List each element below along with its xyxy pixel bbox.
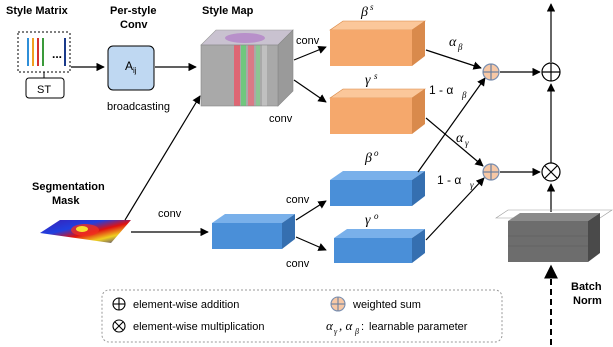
- legend-multiply-icon: [112, 319, 126, 333]
- a-ij-sub: ij: [133, 66, 137, 75]
- arrow-gamma-s-to-ws2: [425, 117, 484, 167]
- arrow-to-gamma-o: [295, 236, 327, 251]
- gamma-o-sup: o: [374, 211, 379, 221]
- alpha-gamma-label: α: [456, 131, 464, 146]
- one-minus-alpha-gamma-sub: γ: [470, 180, 474, 190]
- legend-add-icon: [112, 297, 126, 311]
- conv-label-lower-up: conv: [286, 194, 310, 206]
- per-style-conv-title-2: Conv: [120, 19, 148, 31]
- segmentation-title-2: Mask: [52, 195, 80, 207]
- batch-norm-title-2: Norm: [573, 295, 602, 307]
- one-minus-alpha-beta-sub: β: [461, 90, 467, 100]
- alpha-gamma-sub: γ: [465, 138, 469, 148]
- arrow-gamma-o-to-ws2: [425, 177, 485, 241]
- one-minus-alpha-beta: 1 - α: [429, 83, 453, 97]
- alpha-beta-sub: β: [457, 42, 463, 52]
- segmentation-mask-image: [40, 220, 131, 243]
- gamma-s-sup: s: [374, 71, 378, 81]
- seg-feature-block: [212, 214, 295, 249]
- legend-alpha-1-sub: γ: [334, 327, 338, 336]
- beta-o-sup: o: [374, 148, 379, 158]
- batch-norm-title-1: Batch: [571, 281, 602, 293]
- arrow-beta-s-to-ws1: [425, 49, 482, 70]
- alpha-beta-label: α: [449, 35, 457, 50]
- legend: [101, 289, 503, 343]
- legend-alpha-1: α: [326, 318, 334, 333]
- broadcasting-label: broadcasting: [107, 101, 170, 113]
- gamma-o-block: [334, 229, 425, 263]
- gamma-s-block: [329, 88, 426, 134]
- legend-weighted-sum-text: weighted sum: [352, 299, 421, 311]
- gamma-s-label: γ: [365, 73, 371, 88]
- legend-addition-text: element-wise addition: [133, 299, 239, 311]
- arrow-stylemap-to-beta-s: [293, 45, 327, 61]
- arrow-stylemap-to-gamma-s: [293, 79, 327, 103]
- arrow-to-beta-o: [295, 200, 327, 221]
- legend-weighted-sum-icon: [330, 296, 346, 312]
- style-map-title: Style Map: [202, 5, 254, 17]
- st-label: ST: [37, 84, 51, 96]
- beta-s-block: [329, 20, 426, 66]
- beta-s-sup: s: [370, 2, 374, 12]
- batch-norm-block: [495, 209, 613, 262]
- weighted-sum-icon: [482, 163, 500, 181]
- arrow-seg-to-stylemap: [124, 95, 201, 221]
- a-ij-label: A: [125, 59, 133, 73]
- weighted-sum-icon: [482, 63, 500, 81]
- add-icon: [541, 62, 561, 82]
- legend-alpha-2-sub: β: [354, 327, 359, 336]
- segmentation-title-1: Segmentation: [32, 181, 105, 193]
- conv-label-left: conv: [158, 208, 182, 220]
- legend-multiplication-text: element-wise multiplication: [133, 321, 264, 333]
- legend-learnable-text: learnable parameter: [369, 321, 468, 333]
- style-matrix: ...: [17, 31, 71, 99]
- conv-label-top: conv: [296, 35, 320, 47]
- style-matrix-title: Style Matrix: [6, 5, 69, 17]
- beta-s-label: β: [360, 5, 368, 20]
- conv-label-lower-down: conv: [286, 258, 310, 270]
- legend-alpha-2: , α: [339, 318, 354, 333]
- one-minus-alpha-gamma: 1 - α: [437, 173, 461, 187]
- per-style-conv-title-1: Per-style: [110, 5, 156, 17]
- beta-o-block: [330, 171, 425, 206]
- arrow-beta-o-to-ws1: [417, 77, 486, 173]
- legend-colon: :: [361, 321, 364, 333]
- conv-label-mid: conv: [269, 113, 293, 125]
- per-style-conv-box: [107, 45, 155, 91]
- gamma-o-label: γ: [365, 213, 371, 228]
- svg-text:...: ...: [52, 47, 62, 61]
- style-map-cube: [200, 29, 294, 107]
- beta-o-label: β: [364, 151, 372, 166]
- multiply-icon: [541, 162, 561, 182]
